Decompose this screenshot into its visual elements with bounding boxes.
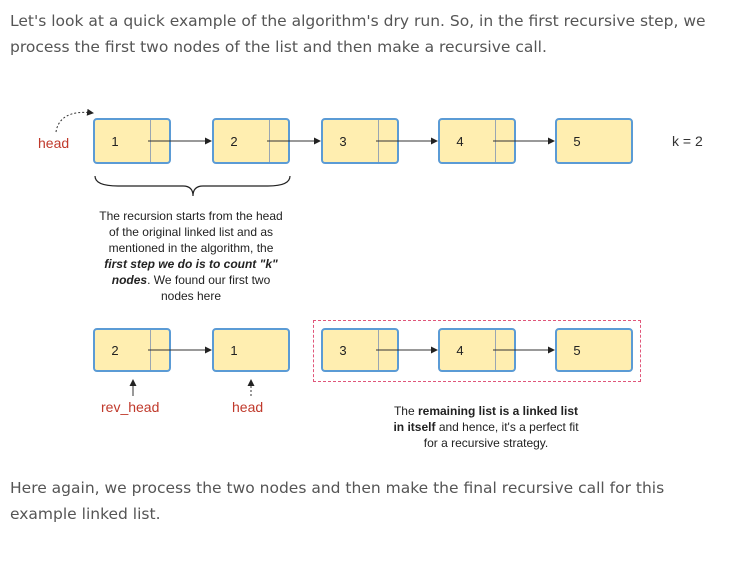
list-node: 1 — [212, 328, 290, 372]
node-value: 3 — [339, 342, 347, 358]
k-label: k = 2 — [672, 133, 703, 149]
note-text: and hence, it's a perfect fit — [435, 420, 579, 434]
node-value: 2 — [111, 342, 119, 358]
note-line: first step we do is to count "k" — [80, 256, 302, 272]
note-line: for a recursive strategy. — [423, 436, 549, 450]
note-emphasis: in itself — [393, 420, 436, 434]
head-label: head — [38, 135, 70, 151]
head-label: head — [232, 399, 264, 415]
intro-paragraph: Let's look at a quick example of the alg… — [10, 12, 706, 56]
note-line: of the original linked list and as — [108, 225, 274, 239]
node-value: 2 — [230, 133, 238, 149]
node-value: 5 — [573, 342, 581, 358]
note-line: in itself and hence, it's a perfect fit — [368, 419, 604, 435]
note-text: The — [393, 404, 418, 418]
note-line: The recursion starts from the head — [99, 209, 283, 223]
node-value: 1 — [230, 342, 238, 358]
note-line: mentioned in the algorithm, the — [108, 241, 274, 255]
note-line: nodes here — [160, 289, 222, 303]
note-text: . We found our first two — [147, 273, 271, 287]
note-line: nodes. We found our first two — [80, 272, 302, 288]
recursion-note: The recursion starts from the head of th… — [80, 208, 302, 304]
node-value: 5 — [573, 133, 581, 149]
brace — [94, 175, 291, 197]
note-emphasis: remaining list is a linked list — [417, 404, 579, 418]
list-node: 5 — [555, 118, 633, 164]
list-node: 4 — [438, 328, 516, 372]
note-emphasis: nodes — [111, 273, 148, 287]
rev-head-label: rev_head — [101, 399, 160, 415]
node-value: 3 — [339, 133, 347, 149]
note-emphasis: first step we do is to count "k" — [104, 257, 278, 271]
list-node: 5 — [555, 328, 633, 372]
remaining-list-box — [313, 320, 641, 382]
outro-paragraph: Here again, we process the two nodes and… — [10, 479, 665, 523]
remaining-list-note: The remaining list is a linked list in i… — [368, 403, 604, 451]
note-line: The remaining list is a linked list — [368, 403, 604, 419]
node-value: 4 — [456, 342, 464, 358]
head-pointer-arrow — [55, 108, 94, 133]
node-value: 1 — [111, 133, 119, 149]
list-node: 4 — [438, 118, 516, 164]
node-value: 4 — [456, 133, 464, 149]
